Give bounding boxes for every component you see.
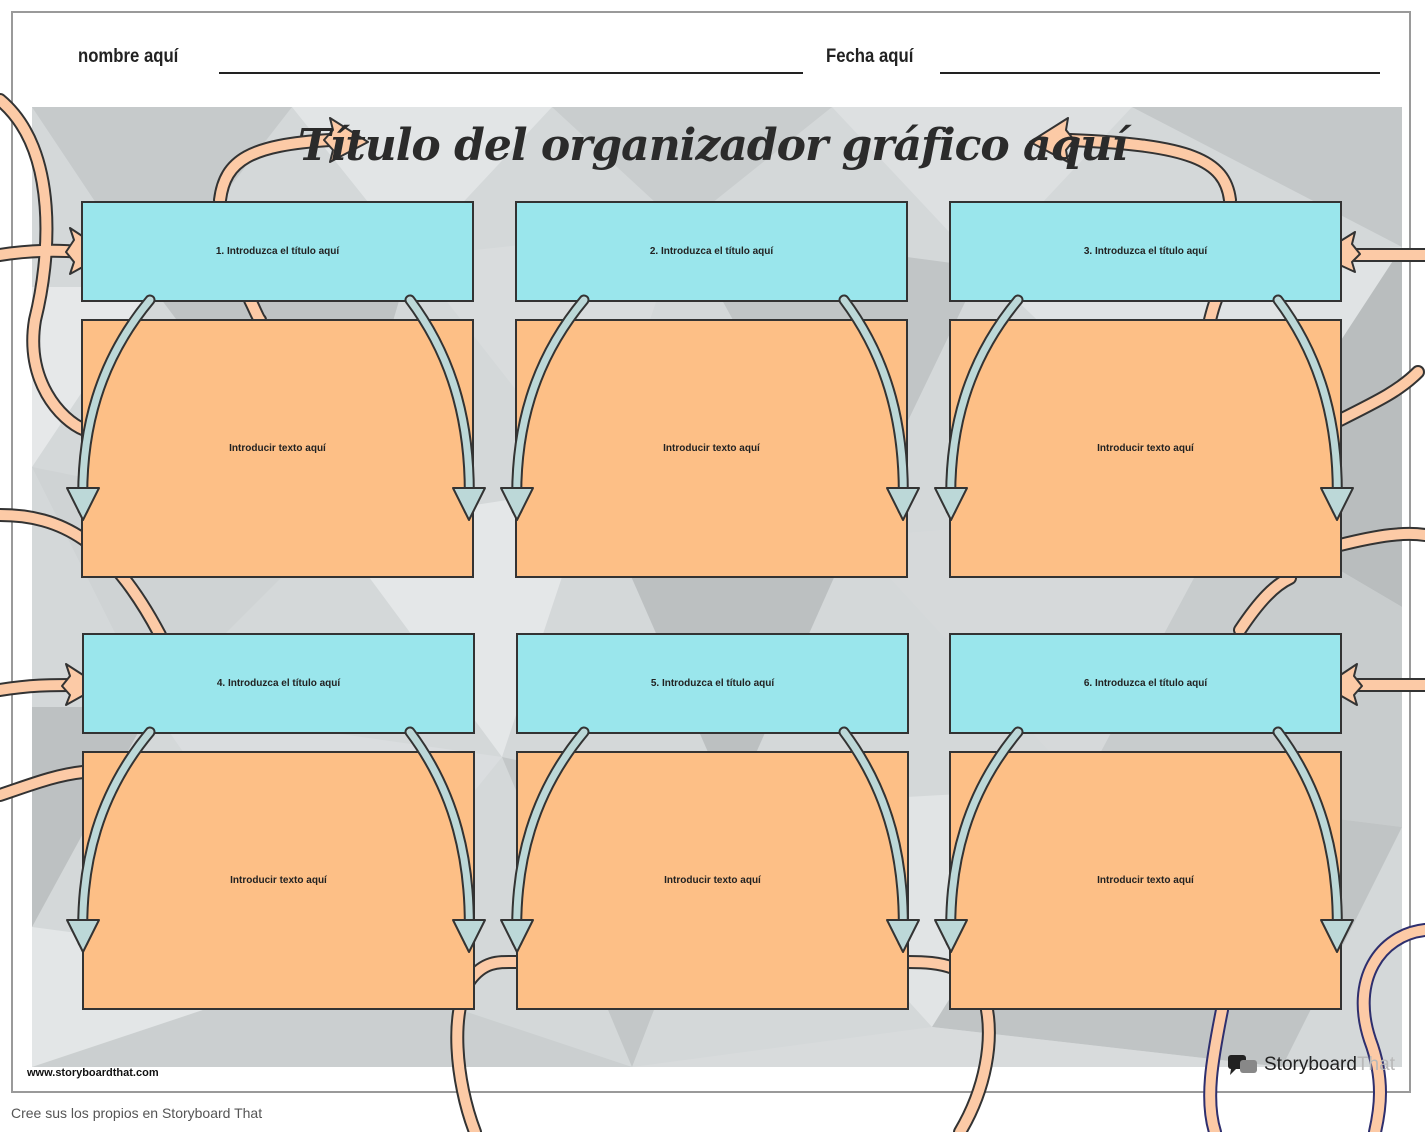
section-3-title[interactable]: 3. Introduzca el título aquí xyxy=(949,201,1342,302)
date-label: Fecha aquí xyxy=(826,46,914,67)
section-3-text[interactable]: Introducir texto aquí xyxy=(949,319,1342,578)
section-2-text[interactable]: Introducir texto aquí xyxy=(515,319,908,578)
name-field-line[interactable] xyxy=(219,72,803,74)
organizer-title[interactable]: Título del organizador gráfico aquí xyxy=(297,120,1128,171)
section-4-text[interactable]: Introducir texto aquí xyxy=(82,751,475,1010)
logo-story-text: Storyboard xyxy=(1264,1054,1357,1075)
name-label: nombre aquí xyxy=(78,46,179,67)
section-4-title[interactable]: 4. Introduzca el título aquí xyxy=(82,633,475,734)
section-1-title[interactable]: 1. Introduzca el título aquí xyxy=(81,201,474,302)
section-5-title[interactable]: 5. Introduzca el título aquí xyxy=(516,633,909,734)
website-url[interactable]: www.storyboardthat.com xyxy=(27,1067,159,1079)
date-field-line[interactable] xyxy=(940,72,1380,74)
section-1-text[interactable]: Introducir texto aquí xyxy=(81,319,474,578)
section-6-text[interactable]: Introducir texto aquí xyxy=(949,751,1342,1010)
speech-bubbles-icon xyxy=(1228,1054,1258,1076)
section-2-title[interactable]: 2. Introduzca el título aquí xyxy=(515,201,908,302)
logo-that-text: That xyxy=(1356,1054,1395,1075)
section-6-title[interactable]: 6. Introduzca el título aquí xyxy=(949,633,1342,734)
section-5-text[interactable]: Introducir texto aquí xyxy=(516,751,909,1010)
create-your-own-text[interactable]: Cree sus los propios en Storyboard That xyxy=(11,1105,263,1121)
storyboardthat-logo: StoryboardThat xyxy=(1228,1054,1395,1076)
